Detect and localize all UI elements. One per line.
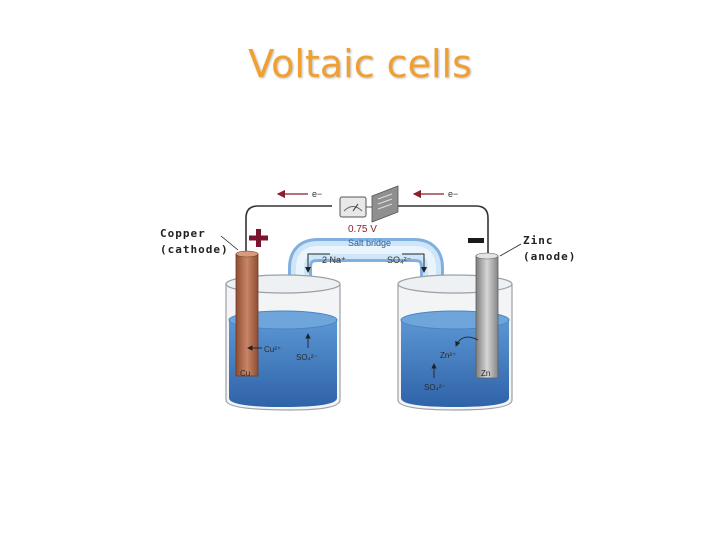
positive-sign — [249, 229, 268, 247]
voltmeter — [339, 185, 399, 223]
electron-flow-arrow-right: e− — [412, 189, 458, 199]
voltage-reading: 0.75 V — [348, 224, 377, 235]
bridge-anion-label: SO₄²⁻ — [387, 255, 412, 265]
right-ion-anion: SO₄²⁻ — [424, 383, 446, 392]
left-ion-anion: SO₄²⁻ — [296, 353, 318, 362]
left-ion-cation: Cu²⁺ — [264, 345, 281, 354]
zinc-ion-release-arrow — [455, 336, 479, 347]
anode-pointer — [499, 243, 522, 257]
salt-bridge — [288, 238, 444, 335]
negative-sign — [468, 238, 484, 243]
cathode-label-role: (cathode) — [160, 243, 229, 256]
external-circuit-wire — [245, 205, 489, 255]
zinc-electrode — [475, 252, 499, 379]
left-ion-metal: Cu — [240, 369, 250, 378]
copper-electrode — [235, 250, 259, 377]
electron-flow-arrow-left: e− — [276, 189, 322, 199]
electron-label-left: e− — [312, 189, 322, 199]
right-ion-cation: Zn²⁺ — [440, 351, 456, 360]
bridge-cation-label: 2 Na⁺ — [322, 255, 346, 265]
cathode-label-metal: Copper — [160, 227, 206, 240]
slide-title: Voltaic cells — [248, 42, 472, 86]
salt-bridge-label: Salt bridge — [348, 238, 391, 248]
cathode-pointer — [220, 235, 239, 251]
electron-label-right: e− — [448, 189, 458, 199]
anode-label-metal: Zinc — [523, 234, 554, 247]
anode-label-role: (anode) — [523, 250, 576, 263]
right-ion-metal: Zn — [481, 369, 490, 378]
